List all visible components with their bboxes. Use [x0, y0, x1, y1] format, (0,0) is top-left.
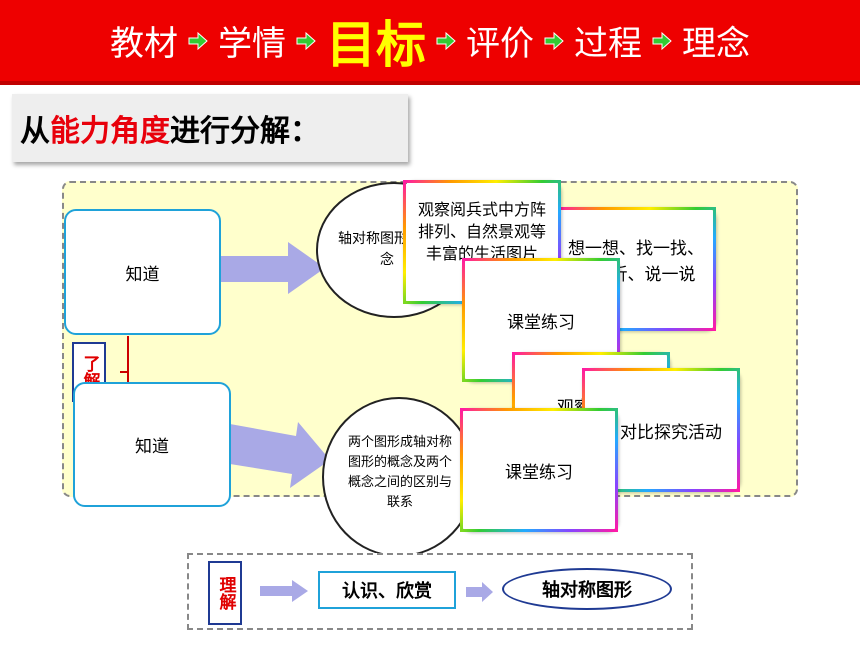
concept-circle-lower: 两个图形成轴对称图形的概念及两个概念之间的区别与联系: [322, 397, 476, 557]
nav-item-students[interactable]: 学情: [218, 24, 286, 64]
understand-level-text: 了解: [79, 355, 100, 389]
nav-item-process[interactable]: 过程: [574, 24, 642, 64]
practice-card-lower: 课堂练习: [460, 408, 618, 532]
green-right-arrow-icon: [436, 31, 456, 50]
subtitle-suffix: 进行分解：: [170, 114, 320, 149]
axis-symmetric-figure-text: 轴对称图形: [542, 580, 632, 601]
lower-flow-arrow: [230, 422, 330, 488]
know-label-lower: 知道: [135, 437, 169, 457]
know-box-lower: 知道: [73, 382, 231, 507]
section-subtitle: 从能力角度进行分解：: [12, 94, 408, 162]
green-right-arrow-icon: [296, 31, 316, 50]
concept-text-lower: 两个图形成轴对称图形的概念及两个概念之间的区别与联系: [347, 435, 452, 510]
practice-text-lower: 课堂练习: [505, 462, 573, 483]
green-right-arrow-icon: [652, 31, 672, 50]
axis-symmetric-figure-ellipse: 轴对称图形: [502, 568, 672, 610]
recognize-appreciate-text: 认识、欣赏: [342, 581, 432, 602]
know-label-upper: 知道: [125, 264, 160, 285]
activity-text-observe-upper: 观察阅兵式中方阵排列、自然景观等丰富的生活图片: [417, 200, 546, 263]
subtitle-prefix: 从: [20, 114, 50, 149]
comprehend-level-label: 理解: [208, 561, 242, 625]
upper-flow-arrow: [220, 242, 325, 294]
green-right-arrow-icon: [544, 31, 564, 50]
nav-item-textbook[interactable]: 教材: [110, 24, 178, 64]
practice-text-upper: 课堂练习: [507, 312, 575, 333]
green-right-arrow-icon: [188, 31, 208, 50]
nav-item-evaluation[interactable]: 评价: [466, 24, 534, 64]
top-navigation-bar: 教材 学情 目标 评价 过程 理念: [0, 0, 860, 85]
nav-item-goals[interactable]: 目标: [326, 15, 426, 74]
recognize-appreciate-box: 认识、欣赏: [318, 571, 456, 609]
know-box-upper: 知道: [64, 209, 221, 335]
activity-text-explore: 对比探究活动: [620, 422, 722, 443]
nav-item-philosophy[interactable]: 理念: [682, 24, 750, 64]
right-arrow-icon: [260, 580, 308, 602]
subtitle-highlight: 能力角度: [50, 114, 170, 149]
comprehend-level-text: 理解: [215, 576, 236, 610]
right-arrow-icon: [466, 582, 493, 602]
